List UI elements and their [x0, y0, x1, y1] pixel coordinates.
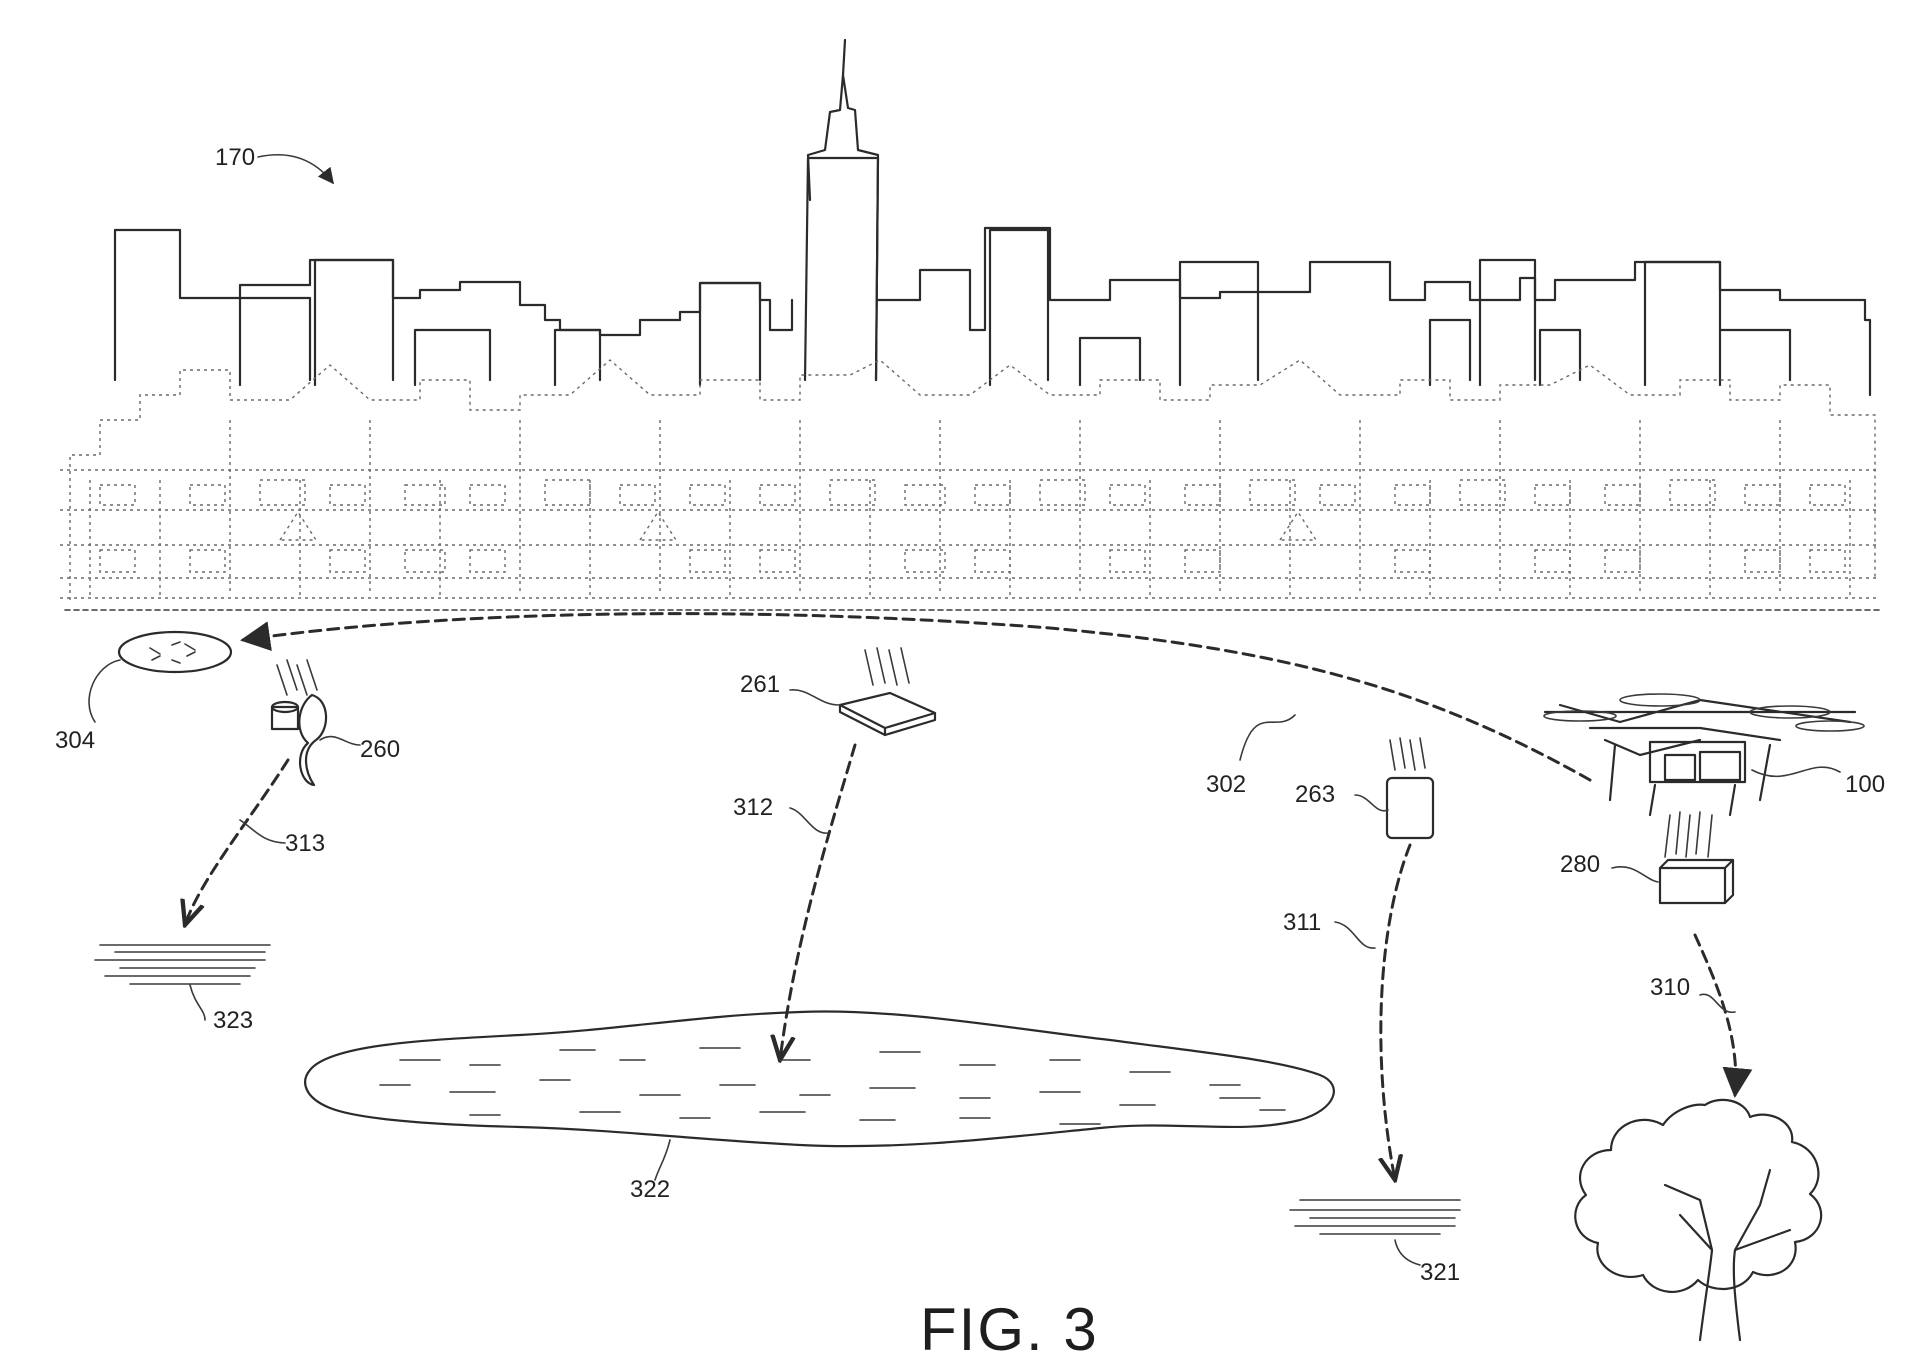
ref-310: 310	[1650, 974, 1736, 1013]
lake: 322	[304, 1010, 1335, 1203]
skyscraper-outlines	[238, 38, 1792, 387]
ground-321: 321	[1289, 1199, 1461, 1286]
path-310	[1693, 933, 1753, 1098]
panel-part: 261	[740, 647, 937, 737]
ref-170: 170	[215, 144, 334, 185]
ref-311: 311	[1283, 909, 1376, 949]
flight-path-302	[240, 612, 1592, 782]
background-skyscrapers	[113, 73, 1872, 397]
tree	[1574, 1098, 1823, 1342]
ref-313: 313	[239, 819, 325, 857]
ref-label-323: 323	[213, 1007, 253, 1034]
ref-label-100: 100	[1845, 771, 1885, 798]
ref-label-170: 170	[215, 144, 255, 171]
ref-label-322: 322	[630, 1176, 670, 1203]
ref-302: 302	[1206, 714, 1296, 798]
ref-label-312: 312	[733, 794, 773, 821]
package: 280	[1560, 811, 1735, 905]
path-313	[185, 758, 290, 925]
battery-part: 263	[1295, 737, 1435, 840]
ref-312: 312	[733, 794, 829, 834]
ref-label-261: 261	[740, 671, 780, 698]
ref-label-280: 280	[1560, 851, 1600, 878]
ref-label-313: 313	[285, 830, 325, 857]
city-skyline	[60, 38, 1881, 611]
ref-label-304: 304	[55, 727, 95, 754]
propeller-part: 260	[270, 659, 400, 787]
landing-zone: 304	[55, 630, 233, 754]
row-houses	[60, 359, 1880, 600]
ref-label-302: 302	[1206, 771, 1246, 798]
ref-label-310: 310	[1650, 974, 1690, 1001]
ref-label-263: 263	[1295, 781, 1335, 808]
figure-caption: FIG. 3	[920, 1296, 1099, 1363]
ground-323: 323	[94, 944, 271, 1034]
ref-label-311: 311	[1283, 909, 1321, 936]
drone: 100	[1543, 693, 1885, 817]
path-311	[1381, 843, 1412, 1180]
ref-label-321: 321	[1420, 1259, 1460, 1286]
ref-label-260: 260	[360, 736, 400, 763]
